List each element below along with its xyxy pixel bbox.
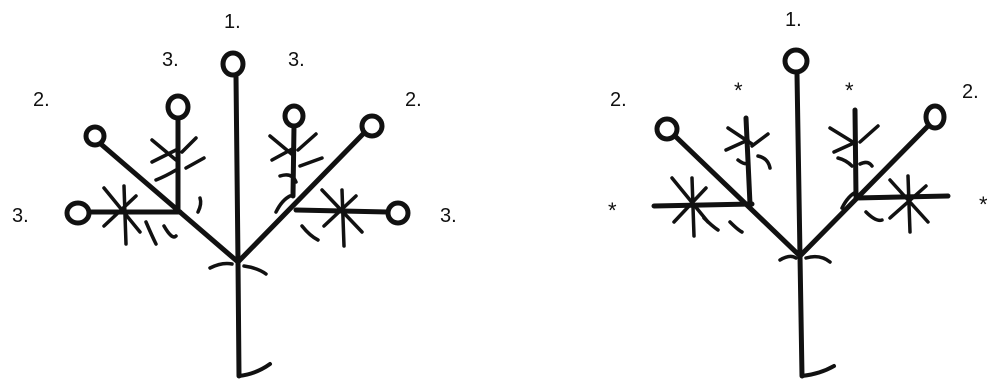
terminal-bud [782, 47, 810, 75]
bud-left [654, 116, 680, 142]
tree-diagram-left: 1. 3. 3. 2. 2. 3. 3. [12, 11, 457, 379]
label-mid-left: 2. [33, 89, 50, 111]
bud-right [359, 113, 385, 139]
bud-left [83, 124, 107, 148]
tree-diagram-right: 1. * * 2. 2. * * [608, 9, 987, 379]
twigs-right [828, 124, 930, 234]
main-branch-left [672, 133, 803, 259]
main-branch-left [99, 142, 241, 265]
label-low-right: 3. [440, 205, 457, 227]
terminal-bud [220, 50, 246, 78]
twigs-right [268, 132, 364, 248]
main-branch-right [797, 123, 931, 259]
label-upper-left: * [734, 78, 743, 103]
leader-branch [233, 73, 242, 379]
side-branch-upper-right-pruned [852, 107, 859, 199]
label-upper-right: * [845, 78, 854, 103]
label-leader: 1. [224, 11, 241, 33]
bud-upper-right [282, 103, 306, 129]
side-branch-upper-right [290, 123, 297, 199]
side-branch-low-left-pruned [651, 201, 755, 209]
label-mid-right: 2. [962, 81, 979, 103]
label-low-left: * [608, 198, 617, 223]
trunk-foot [800, 364, 836, 378]
bud-upper-left [165, 93, 191, 121]
label-mid-left: 2. [610, 89, 627, 111]
label-upper-left: 3. [162, 49, 179, 71]
twigs-left [670, 126, 772, 238]
leader-branch [794, 71, 805, 379]
twigs-left [102, 136, 206, 246]
bud-low-right [385, 200, 411, 226]
label-upper-right: 3. [288, 49, 305, 71]
trunk-foot [237, 362, 272, 378]
side-branch-low-right-pruned [853, 193, 951, 201]
bud-right [923, 103, 947, 131]
label-low-right: * [979, 192, 987, 217]
bud-low-left [64, 200, 92, 226]
base-cuts-right [778, 254, 832, 264]
label-leader: 1. [785, 9, 802, 31]
label-low-left: 3. [12, 205, 29, 227]
main-branch-right [235, 130, 367, 265]
label-mid-right: 2. [405, 89, 422, 111]
base-cuts-left [208, 261, 268, 276]
